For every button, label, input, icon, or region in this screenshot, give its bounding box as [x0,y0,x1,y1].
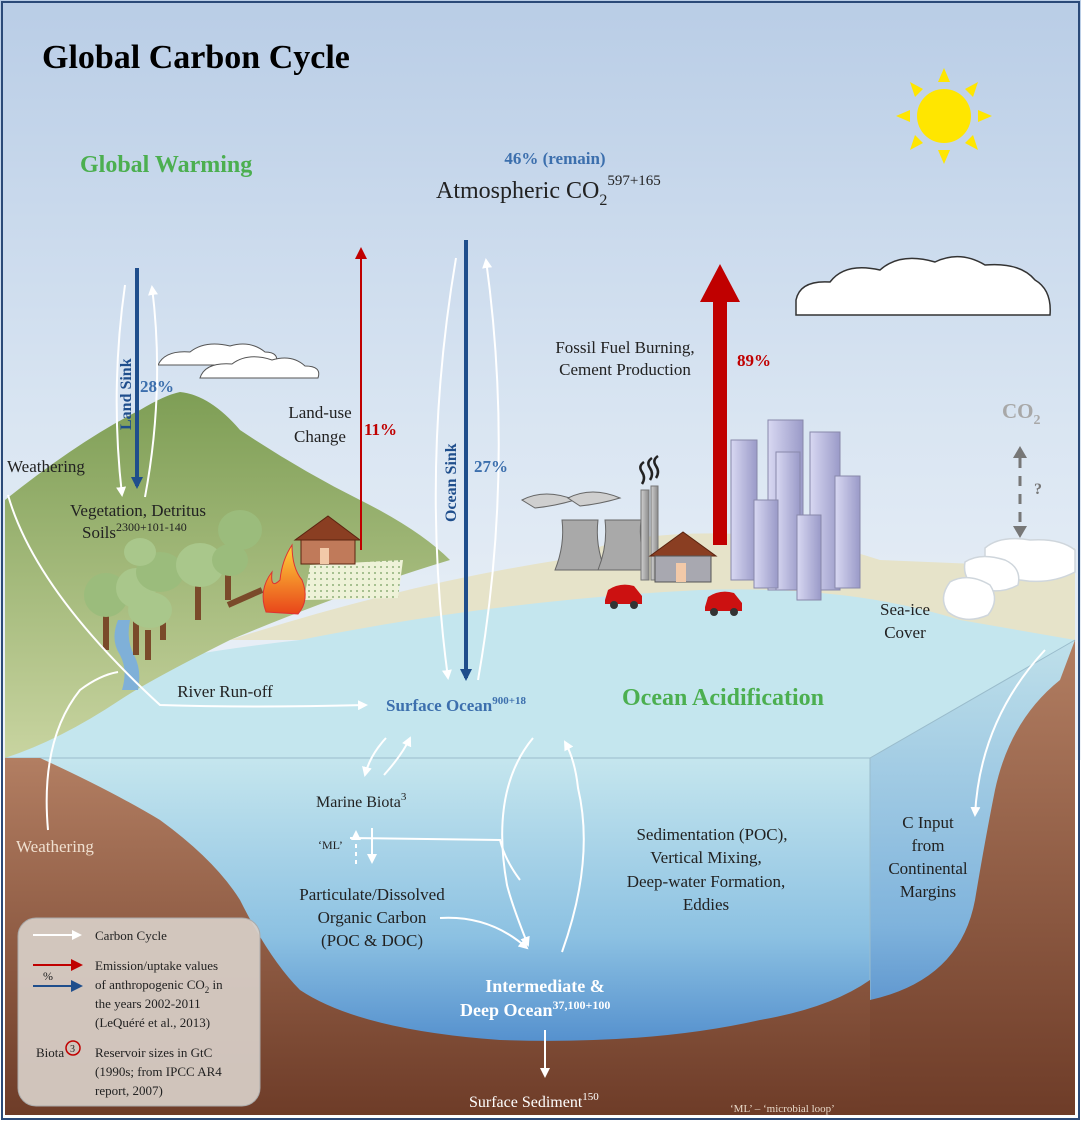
land-use-pct: 11% [364,420,397,439]
fossil-fuel-arrow [700,264,740,545]
sea-ice-icon [942,537,1076,621]
legend-reservoir-line1: Reservoir sizes in GtC [95,1045,212,1060]
co2-sea-ice-label: CO2 [1002,399,1041,428]
legend-emission-line3: the years 2002-2011 [95,996,201,1011]
power-plant-icon [520,454,660,581]
global-warming-heading: Global Warming [80,152,252,178]
sedimentation-line4: Eddies [683,895,729,914]
poc-line1: Particulate/Dissolved [299,885,445,904]
c-input-line3: Continental [888,859,968,878]
cloud-icon [199,356,320,379]
legend-biota-num: 3 [70,1044,75,1055]
legend-carbon-cycle: Carbon Cycle [95,928,167,943]
vegetation-line2: Soils2300+101-140 [82,520,187,542]
land-use-line2: Change [294,427,346,446]
crop-field [304,560,403,600]
legend-emission-line2: of anthropogenic CO2 in [95,977,223,995]
land-use-line1: Land-use [288,403,351,422]
car-icon [705,591,742,616]
ocean-sink-pct: 27% [474,457,508,476]
river-runoff-label: River Run-off [177,682,273,701]
poc-line3: (POC & DOC) [321,931,423,950]
deep-ocean-line2: Deep Ocean37,100+100 [460,998,610,1020]
weathering-top: Weathering [7,457,85,476]
c-input-line2: from [911,836,944,855]
atmospheric-co2-label: Atmospheric CO2597+165 [436,173,661,209]
land-sink-pct: 28% [140,377,174,396]
c-input-line1: C Input [902,813,954,832]
fossil-line2: Cement Production [559,360,691,379]
ocean-acidification-heading: Ocean Acidification [622,685,824,711]
rock-right [870,640,1075,1115]
sedimentation-line2: Vertical Mixing, [650,848,761,867]
poc-line2: Organic Carbon [318,908,427,927]
vegetation-line1: Vegetation, Detritus [70,501,206,520]
ml-label: ‘ML’ [318,838,343,852]
ocean-sink-label: Ocean Sink [443,443,460,522]
page-title: Global Carbon Cycle [42,39,350,76]
surface-ocean-label: Surface Ocean900+18 [386,695,527,715]
legend-emission-line4: (LeQuéré et al., 2013) [95,1015,210,1030]
river [114,620,140,690]
car-icon [605,584,642,609]
legend-pct-symbol: % [43,969,53,983]
co2-question: ? [1034,481,1042,498]
sea-ice-co2-arrow [1013,446,1027,538]
city-buildings [730,419,861,601]
cloud-icon [795,256,1051,316]
sun-icon [896,68,992,164]
atmosphere-remain-pct: 46% (remain) [504,149,605,168]
fossil-line1: Fossil Fuel Burning, [555,338,694,357]
legend-emission-line1: Emission/uptake values [95,958,218,973]
legend-biota-circle [65,1040,81,1056]
house-icon [293,515,362,565]
ml-note: ‘ML’ – ‘microbial loop’ [730,1103,835,1115]
legend: Carbon Cycle % Emission/uptake values of… [17,917,261,1107]
deep-ocean-line1: Intermediate & [485,976,604,996]
weathering-bottom: Weathering [16,837,94,856]
house-icon [648,531,718,583]
carbon-cycle-arrows [7,257,1046,1078]
sea-ice-line1: Sea-ice [880,600,930,619]
sea-ice-line2: Cover [884,623,926,642]
land-sink-label: Land Sink [118,358,135,430]
fire-icon [262,543,306,615]
forest [84,510,264,660]
sedimentation-line1: Sedimentation (POC), [636,825,787,844]
sedimentation-line3: Deep-water Formation, [627,872,786,891]
legend-reservoir-line2: (1990s; from IPCC AR4 [95,1064,222,1079]
legend-reservoir-line3: report, 2007) [95,1083,163,1098]
c-input-line4: Margins [900,882,956,901]
legend-biota-word: Biota [36,1045,64,1060]
marine-biota-label: Marine Biota3 [316,791,407,811]
fossil-pct: 89% [737,351,771,370]
surface-sediment-label: Surface Sediment150 [469,1091,599,1111]
